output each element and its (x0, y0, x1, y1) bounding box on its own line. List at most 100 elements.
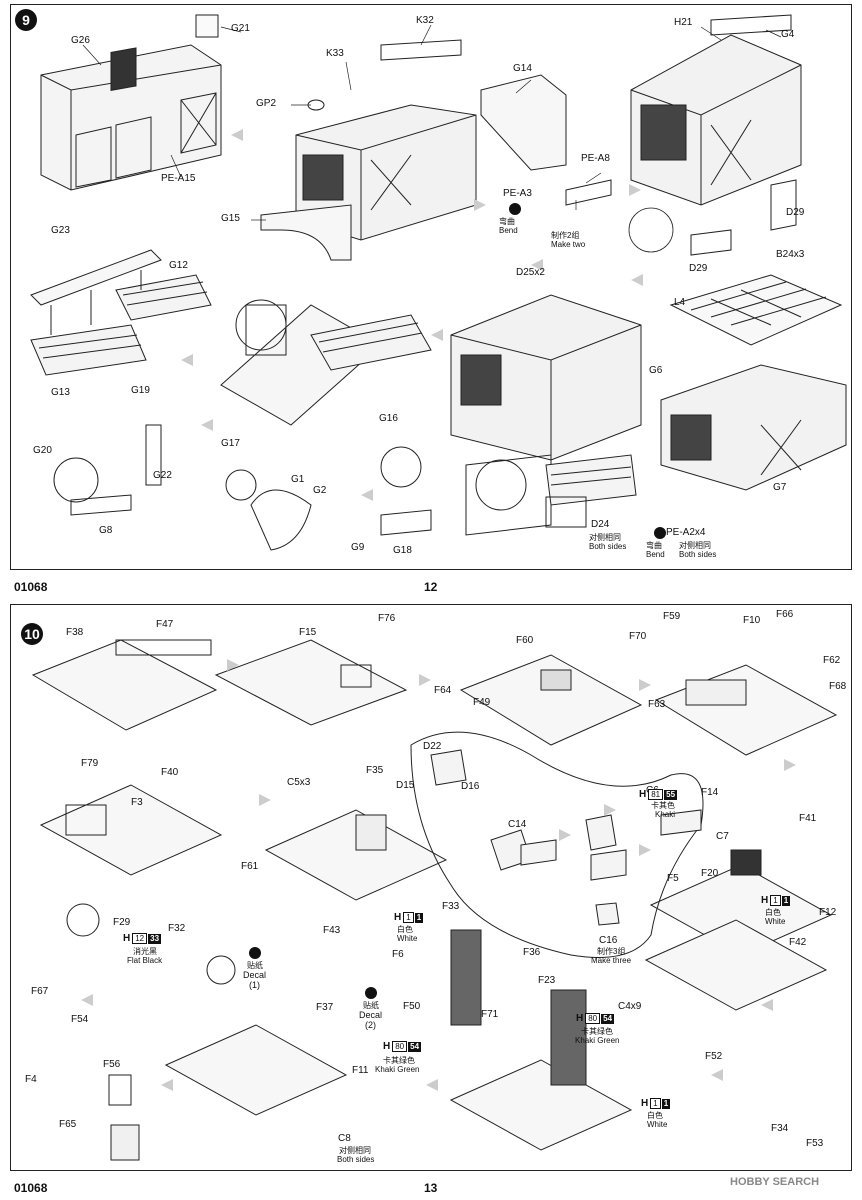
label-g13: G13 (51, 387, 70, 398)
label-g18: G18 (393, 545, 412, 556)
decal-icon-1 (249, 947, 261, 959)
color-black-en: Flat Black (127, 956, 163, 965)
floor-plates-row-3 (66, 903, 828, 1161)
color-white-2-en: White (765, 917, 786, 926)
color-kgreen-2-cn: 卡其绿色 (581, 1027, 613, 1036)
label-pe-a8: PE-A8 (581, 153, 610, 164)
label-f68: F68 (829, 681, 847, 692)
label-f54: F54 (71, 1014, 89, 1025)
label-c14: C14 (508, 819, 527, 830)
note-make-two-en: Make two (551, 240, 586, 249)
label-g8: G8 (99, 525, 113, 536)
color-black-cn: 消光黑 (133, 947, 157, 956)
note-bend2-en: Bend (646, 550, 665, 559)
note-both2-en: Both sides (679, 550, 717, 559)
decal-icon-2 (365, 987, 377, 999)
label-f41: F41 (799, 813, 817, 824)
label-pe-a2x4: PE-A2x4 (666, 527, 706, 538)
page-number-12: 12 (424, 580, 438, 594)
label-g23: G23 (51, 225, 70, 236)
label-f66: F66 (776, 609, 794, 620)
label-g15: G15 (221, 213, 240, 224)
color-khaki-en: Khaki (655, 810, 676, 819)
decal-2-num: (2) (365, 1020, 376, 1030)
label-f63: F63 (648, 699, 666, 710)
label-d24: D24 (591, 519, 610, 530)
label-g22: G22 (153, 470, 172, 481)
label-g16: G16 (379, 413, 398, 424)
floor-plates-row-1 (31, 639, 838, 756)
label-f36: F36 (523, 947, 541, 958)
step-9-drawing (30, 14, 847, 551)
product-code: 01068 (14, 580, 48, 594)
label-c4x9: C4x9 (618, 1001, 642, 1012)
label-f62: F62 (823, 655, 841, 666)
label-f37: F37 (316, 1002, 334, 1013)
color-kgreen-1-cn: 卡其绿色 (383, 1056, 415, 1065)
label-f53: F53 (806, 1138, 824, 1149)
label-pe-a3: PE-A3 (503, 188, 532, 199)
label-f6: F6 (392, 949, 404, 960)
step-10-panel: 10 (10, 604, 852, 1171)
label-f42: F42 (789, 937, 807, 948)
g23-g12-g13-floor (30, 249, 212, 376)
floor-with-fan (220, 299, 432, 426)
color-kgreen-2-en: Khaki Green (575, 1036, 620, 1045)
label-c8: C8 (338, 1133, 351, 1144)
label-f5: F5 (667, 873, 679, 884)
label-d29-a: D29 (786, 207, 805, 218)
cab-assembly-1 (260, 39, 567, 261)
label-g20: G20 (33, 445, 52, 456)
decal-1-en: Decal (243, 970, 267, 980)
label-g21: G21 (231, 23, 250, 34)
label-f29: F29 (113, 917, 131, 928)
note-make-three-en: Make three (591, 956, 632, 965)
label-f65: F65 (59, 1119, 77, 1130)
leader-lines (82, 24, 782, 221)
label-c7: C7 (716, 831, 729, 842)
label-l4: L4 (674, 297, 686, 308)
label-f56: F56 (103, 1059, 121, 1070)
label-g1: G1 (291, 474, 305, 485)
cab-assembly-3 (450, 294, 642, 536)
bend-icon-2 (654, 527, 666, 539)
color-white-2-cn: 白色 (765, 908, 781, 917)
label-c16: C16 (599, 935, 618, 946)
label-g6: G6 (649, 365, 663, 376)
label-b24x3: B24x3 (776, 249, 805, 260)
label-f10: F10 (743, 615, 761, 626)
step-10-drawing (31, 639, 838, 1161)
label-f64: F64 (434, 685, 452, 696)
label-d25x2: D25x2 (516, 267, 545, 278)
label-f11: F11 (352, 1065, 369, 1076)
decal-1-cn: 贴纸 (247, 961, 263, 970)
label-gp2: GP2 (256, 98, 277, 109)
step-number: 10 (21, 623, 43, 645)
label-f23: F23 (538, 975, 556, 986)
label-c5x3: C5x3 (287, 777, 311, 788)
label-d29-b: D29 (689, 263, 708, 274)
label-d22: D22 (423, 741, 442, 752)
color-white-3-cn: 白色 (647, 1111, 663, 1120)
label-f70: F70 (629, 631, 647, 642)
label-f34: F34 (771, 1123, 789, 1134)
label-f50: F50 (403, 1001, 421, 1012)
label-f76: F76 (378, 613, 396, 624)
label-f52: F52 (705, 1051, 723, 1062)
label-g26: G26 (71, 35, 90, 46)
label-g12: G12 (169, 260, 188, 271)
label-g19: G19 (131, 385, 150, 396)
label-f4: F4 (25, 1074, 37, 1085)
label-f35: F35 (366, 765, 384, 776)
g26-cab-frame (40, 14, 222, 191)
watermark: HOBBY SEARCH (730, 1176, 820, 1188)
seat-details (430, 749, 702, 926)
bend-icon (509, 203, 521, 215)
label-pe-a15: PE-A15 (161, 173, 196, 184)
label-d15: D15 (396, 780, 415, 791)
